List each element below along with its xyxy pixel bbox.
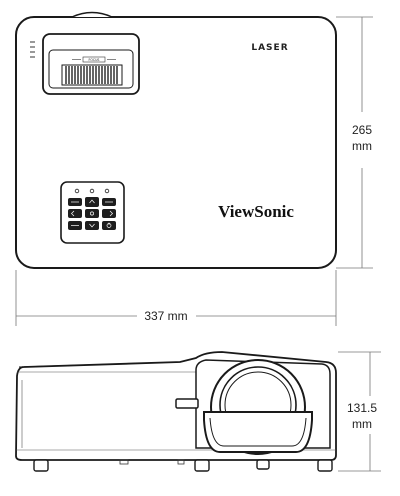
front-view	[15, 351, 337, 472]
height-value: 131.5	[347, 401, 377, 415]
height-dimension: 131.5 mm	[338, 351, 381, 472]
focus-window: FOCUS	[42, 33, 140, 95]
control-keypad	[60, 181, 125, 244]
top-dial	[71, 11, 113, 18]
focus-label: FOCUS	[89, 58, 100, 62]
laser-mark: LASER	[251, 43, 288, 53]
width-dimension: 337 mm	[15, 270, 337, 326]
led-indicator	[104, 188, 110, 194]
depth-unit: mm	[352, 139, 372, 153]
depth-value: 265	[352, 123, 372, 137]
side-vents-marks	[30, 41, 35, 58]
feet	[33, 459, 333, 472]
foot	[194, 459, 210, 472]
led-indicator	[89, 188, 95, 194]
led-indicator	[74, 188, 80, 194]
keypad-button-down	[85, 221, 99, 230]
keypad-button-left	[68, 209, 82, 218]
depth-dimension: 265 mm	[336, 16, 373, 269]
lens-hood	[203, 411, 313, 453]
down-arrow-icon	[89, 223, 95, 228]
foot	[256, 459, 270, 470]
up-arrow-icon	[89, 199, 95, 204]
foot	[317, 459, 333, 472]
height-unit: mm	[352, 417, 372, 431]
keypad-button-up	[85, 197, 99, 207]
top-view: FOCUS LASER	[15, 11, 337, 269]
enter-icon	[90, 211, 94, 216]
side-tab	[175, 398, 199, 409]
width-label: 337 mm	[144, 309, 187, 323]
foot	[33, 459, 49, 472]
bottom-details	[119, 459, 185, 465]
lens-assembly	[203, 359, 313, 455]
keypad-button-right	[102, 209, 116, 218]
left-arrow-icon	[71, 210, 75, 217]
right-arrow-icon	[109, 210, 113, 217]
keypad-button-power	[102, 221, 116, 230]
keypad-button-center	[85, 209, 99, 218]
brand-logo: ViewSonic	[218, 202, 294, 221]
